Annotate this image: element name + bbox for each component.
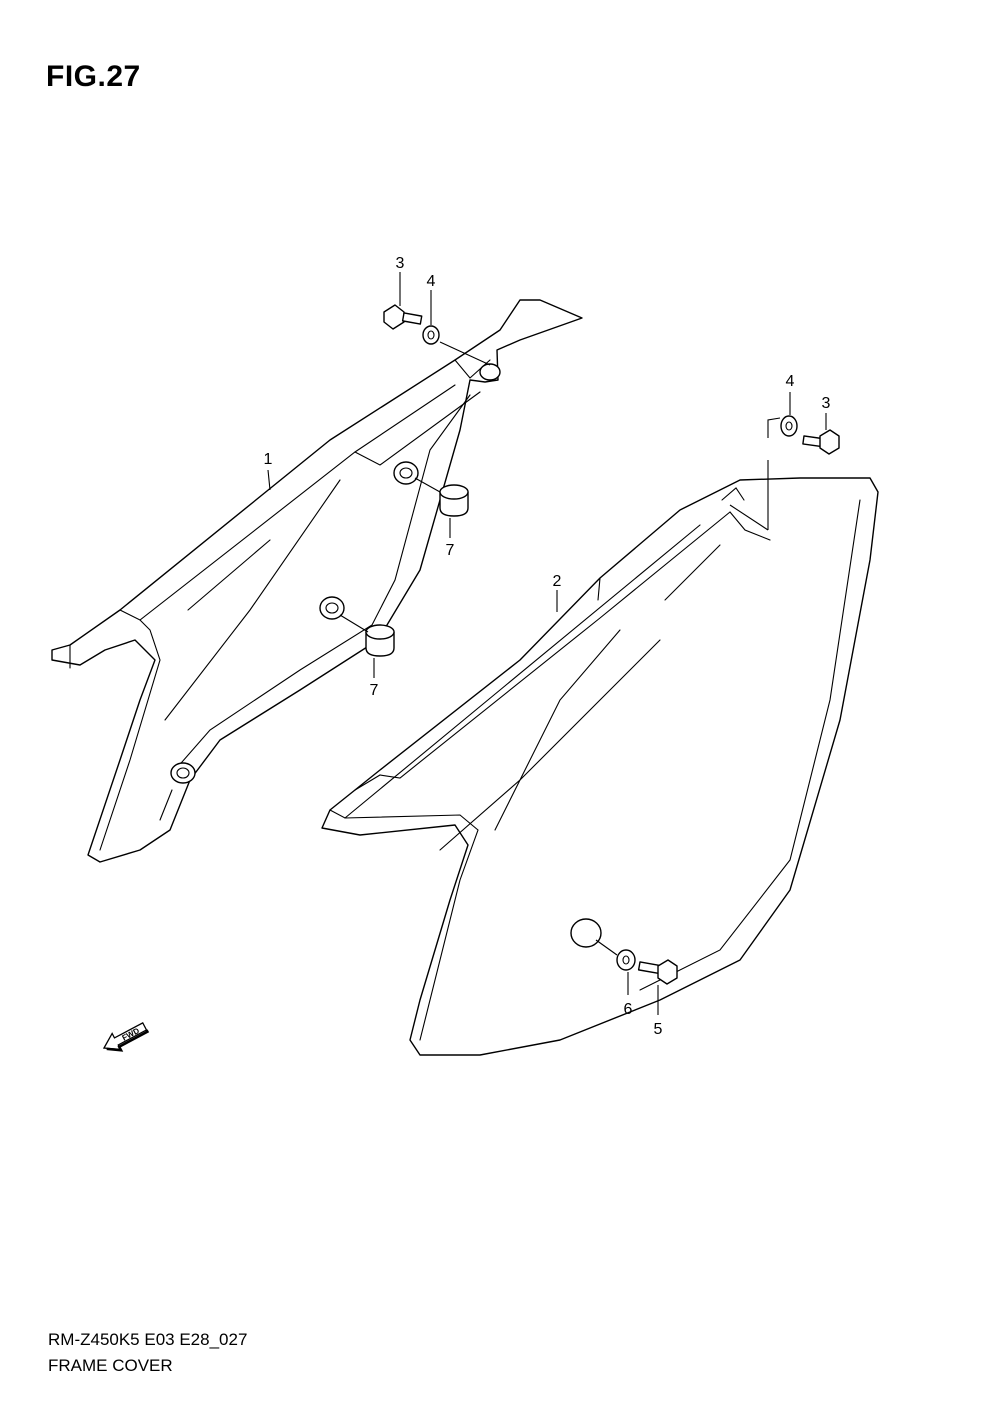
grommet-upper	[393, 461, 419, 485]
callout-4-upper-right: 4	[786, 373, 795, 390]
bolt-lower	[637, 959, 678, 985]
callout-5: 5	[654, 1021, 663, 1038]
callout-6: 6	[624, 1001, 633, 1018]
callout-3-upper-right: 3	[822, 395, 831, 412]
bolt-upper-left	[383, 304, 423, 330]
frame-cover-right	[321, 477, 879, 1056]
fwd-arrow-icon: FWD	[102, 1021, 150, 1052]
callout-2: 2	[553, 573, 562, 590]
callout-7-lower: 7	[370, 682, 379, 699]
bolt-upper-right	[802, 429, 840, 455]
washer-upper-left	[422, 325, 440, 345]
cushion-upper	[439, 484, 469, 517]
callout-3-upper-left: 3	[396, 255, 405, 272]
callout-4-upper-left: 4	[427, 273, 436, 290]
leader-lines	[267, 272, 827, 1015]
callout-1: 1	[264, 451, 273, 468]
washer-lower	[616, 949, 636, 971]
model-code: RM-Z450K5 E03 E28_027	[48, 1330, 248, 1349]
figure-title: FIG.27	[46, 60, 141, 93]
washer-upper-right	[780, 415, 798, 437]
cushion-lower	[365, 624, 395, 657]
section-name: FRAME COVER	[48, 1356, 173, 1375]
callout-7-upper: 7	[446, 542, 455, 559]
grommet-lower	[319, 596, 345, 620]
